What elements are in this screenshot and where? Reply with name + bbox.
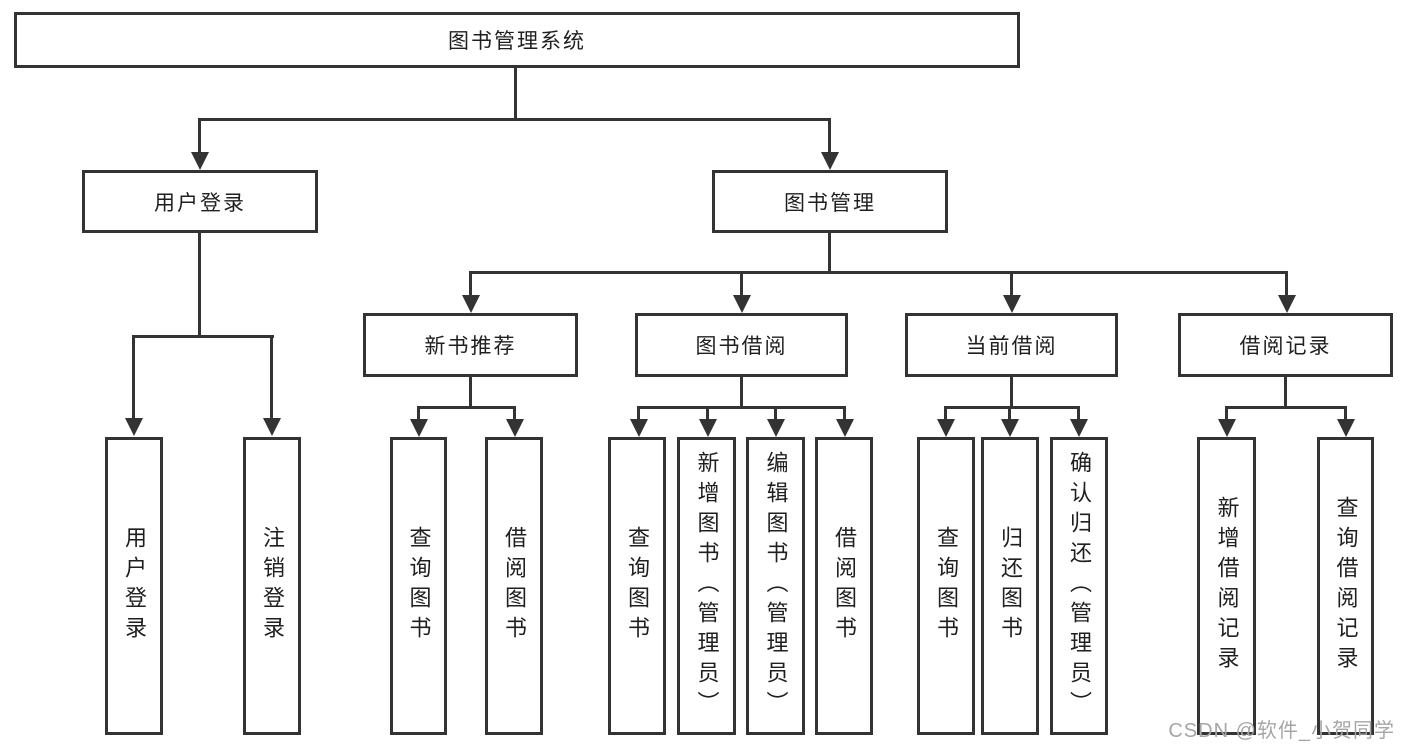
connector-borrowing-records-stem [1284,375,1287,409]
connector-level2-branch [198,118,831,121]
arrow-to-leaf-user-login [132,335,135,418]
arrow-to-leaf-query-book-3 [944,406,947,419]
leaf-confirm-return-admin: 确认归还（管理员） [1050,437,1108,735]
leaf-user-login: 用户登录 [105,437,163,735]
connector-book-borrowing-stem [740,375,743,409]
arrow-to-user-login [198,118,201,152]
leaf-borrow-book-2: 借阅图书 [815,437,873,735]
connector-user-login-stem [198,232,201,338]
leaf-logout: 注销登录 [243,437,301,735]
connector-book-management-stem [828,232,831,274]
arrow-to-leaf-confirm-return [1077,406,1080,419]
arrow-to-leaf-borrow-book-2 [843,406,846,419]
node-book-borrowing: 图书借阅 [635,313,848,377]
node-book-management: 图书管理 [712,170,948,233]
node-borrowing-records: 借阅记录 [1178,313,1393,377]
arrow-to-leaf-edit-book [774,406,777,419]
arrow-to-book-borrowing [740,271,743,295]
arrow-to-new-book-recommend [469,271,472,295]
arrow-to-leaf-return-book [1008,406,1011,419]
arrow-to-leaf-query-book-1 [417,406,420,419]
leaf-return-book: 归还图书 [981,437,1039,735]
leaf-add-borrow-record: 新增借阅记录 [1197,437,1256,735]
connector-current-borrowing-branch [944,406,1080,409]
leaf-query-book-2: 查询图书 [608,437,666,735]
leaf-query-borrow-record: 查询借阅记录 [1317,437,1374,735]
node-user-login: 用户登录 [82,170,318,233]
connector-user-login-branch [132,335,274,338]
connector-book-borrowing-branch [637,406,846,409]
connector-level3-branch [469,271,1288,274]
arrow-to-leaf-query-book-2 [637,406,640,419]
arrow-to-leaf-borrow-book-1 [513,406,516,419]
connector-new-book-recommend-stem [469,375,472,409]
arrow-to-leaf-add-record [1225,406,1228,419]
arrow-to-leaf-add-book [706,406,709,419]
leaf-query-book-3: 查询图书 [917,437,975,735]
arrow-to-book-management [828,118,831,152]
connector-current-borrowing-stem [1010,375,1013,409]
arrow-to-leaf-logout [270,335,273,418]
connector-borrowing-records-branch [1225,406,1347,409]
arrow-to-current-borrowing [1010,271,1013,295]
arrow-to-borrowing-records [1285,271,1288,295]
arrow-to-leaf-query-record [1344,406,1347,419]
connector-root-stem [514,67,517,121]
csdn-watermark: CSDN @软件_小贺同学 [1168,720,1395,742]
leaf-query-book-1: 查询图书 [390,437,447,735]
node-new-book-recommend: 新书推荐 [363,313,578,377]
leaf-borrow-book-1: 借阅图书 [485,437,543,735]
connector-new-book-recommend-branch [417,406,516,409]
node-current-borrowing: 当前借阅 [905,313,1118,377]
node-root-library-system: 图书管理系统 [14,12,1020,68]
leaf-edit-book-admin: 编辑图书（管理员） [746,437,805,735]
leaf-add-book-admin: 新增图书（管理员） [677,437,736,735]
